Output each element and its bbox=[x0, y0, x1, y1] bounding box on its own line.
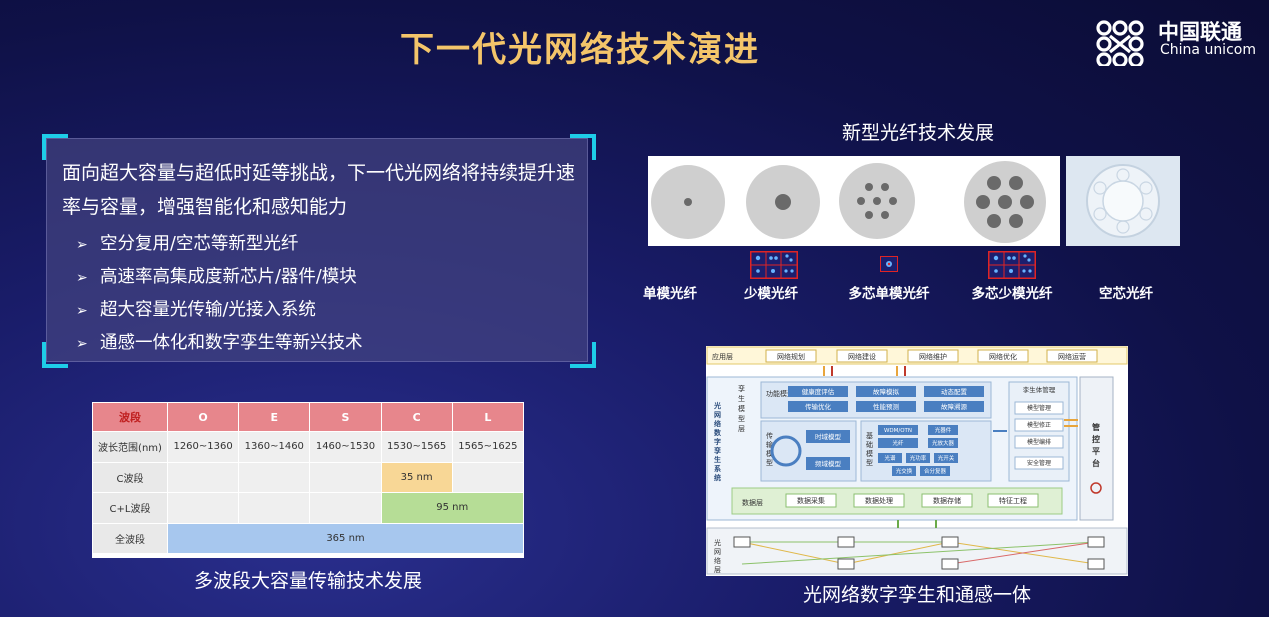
svg-text:故障模拟: 故障模拟 bbox=[873, 387, 900, 396]
few-mode-pattern-icon bbox=[750, 251, 798, 279]
fiber-label: 少模光纤 bbox=[744, 286, 798, 302]
svg-text:孪生体管理: 孪生体管理 bbox=[1023, 385, 1056, 394]
fiber-label: 多芯少模光纤 bbox=[971, 286, 1053, 302]
fiber-label: 空芯光纤 bbox=[1099, 286, 1153, 302]
logo-chinese-name: 中国联通 bbox=[1158, 20, 1242, 44]
table-row-label: C波段 bbox=[92, 461, 168, 493]
svg-text:频域模型: 频域模型 bbox=[815, 459, 842, 468]
fiber-section-title: 新型光纤技术发展 bbox=[841, 122, 994, 144]
corner-bracket bbox=[42, 342, 68, 368]
table-row-label: C+L波段 bbox=[92, 492, 168, 524]
digital-twin-caption: 光网络数字孪生和通感一体 bbox=[802, 584, 1031, 606]
table-row: C波段 35 nm bbox=[92, 461, 525, 493]
wavelength-caption: 多波段大容量传输技术发展 bbox=[193, 570, 422, 592]
svg-text:光网络数字孪生系统: 光网络数字孪生系统 bbox=[713, 401, 722, 482]
svg-text:模型管理: 模型管理 bbox=[1027, 404, 1051, 412]
table-row-label: 全波段 bbox=[92, 522, 168, 554]
bullet-item: ➢空分复用/空芯等新型光纤 bbox=[76, 228, 363, 261]
corner-bracket bbox=[570, 134, 596, 160]
svg-text:数据存储: 数据存储 bbox=[933, 496, 961, 505]
table-header: L bbox=[451, 402, 525, 432]
svg-text:应用层: 应用层 bbox=[712, 352, 733, 361]
svg-text:传输模型: 传输模型 bbox=[766, 431, 773, 467]
hollow-core-fiber-image bbox=[1066, 156, 1180, 246]
table-row: 波长范围(nm) 1260~1360 1360~1460 1460~1530 1… bbox=[92, 431, 525, 463]
bullet-item: ➢高速率高集成度新芯片/器件/模块 bbox=[76, 261, 363, 294]
svg-text:光纤: 光纤 bbox=[892, 439, 904, 447]
table-row-label: 波长范围(nm) bbox=[92, 431, 168, 463]
svg-text:合分复器: 合分复器 bbox=[924, 467, 947, 475]
svg-text:安全管理: 安全管理 bbox=[1027, 459, 1051, 467]
svg-text:光谱: 光谱 bbox=[884, 454, 896, 462]
svg-text:光网络层: 光网络层 bbox=[714, 538, 721, 574]
svg-text:网络建设: 网络建设 bbox=[848, 352, 876, 361]
svg-text:网络运营: 网络运营 bbox=[1058, 352, 1086, 361]
intro-text: 面向超大容量与超低时延等挑战，下一代光网络将持续提升速率与容量，增强智能化和感知… bbox=[62, 162, 576, 218]
multicore-few-mode-pattern-icon bbox=[988, 251, 1036, 279]
svg-text:性能预测: 性能预测 bbox=[873, 402, 900, 411]
svg-text:网络维护: 网络维护 bbox=[919, 352, 947, 361]
table-header: S bbox=[309, 402, 382, 432]
svg-text:网络规划: 网络规划 bbox=[777, 352, 805, 361]
svg-text:故障溯源: 故障溯源 bbox=[941, 402, 968, 411]
svg-text:网络优化: 网络优化 bbox=[989, 352, 1017, 361]
fiber-cross-sections bbox=[648, 156, 1060, 246]
svg-text:光器件: 光器件 bbox=[935, 426, 952, 434]
table-cell: 1460~1530 bbox=[309, 431, 382, 463]
svg-text:光放大器: 光放大器 bbox=[932, 439, 955, 447]
bullet-item: ➢超大容量光传输/光接入系统 bbox=[76, 294, 363, 327]
svg-text:动态配置: 动态配置 bbox=[941, 387, 968, 396]
svg-text:孪生模型层: 孪生模型层 bbox=[738, 384, 745, 433]
logo-english-name: China unicom bbox=[1160, 42, 1256, 58]
svg-text:基础模型: 基础模型 bbox=[866, 431, 873, 467]
table-cell: 35 nm bbox=[380, 461, 453, 493]
corner-bracket bbox=[570, 342, 596, 368]
svg-text:特征工程: 特征工程 bbox=[999, 496, 1027, 505]
svg-text:数据层: 数据层 bbox=[742, 498, 763, 507]
table-header-row: 波段 O E S C L bbox=[92, 402, 525, 432]
table-row: C+L波段 95 nm bbox=[92, 492, 525, 524]
arrow-icon: ➢ bbox=[76, 336, 88, 352]
table-header: C bbox=[380, 402, 453, 432]
svg-text:时域模型: 时域模型 bbox=[815, 432, 842, 441]
arrow-icon: ➢ bbox=[76, 270, 88, 286]
svg-text:健康度评估: 健康度评估 bbox=[802, 387, 835, 396]
digital-twin-diagram: 应用层 网络规划 网络建设 网络维护 网络优化 网络运营 光网络数字孪生系统 孪… bbox=[706, 346, 1128, 576]
table-cell: 95 nm bbox=[380, 492, 525, 524]
table-header: E bbox=[238, 402, 311, 432]
fiber-label: 单模光纤 bbox=[643, 286, 697, 302]
svg-text:模型编排: 模型编排 bbox=[1027, 438, 1051, 446]
bullet-item: ➢通感一体化和数字孪生等新兴技术 bbox=[76, 327, 363, 360]
svg-text:光功率: 光功率 bbox=[910, 454, 927, 462]
svg-text:功能模型: 功能模型 bbox=[766, 389, 794, 398]
single-mode-pattern-icon bbox=[880, 256, 898, 272]
table-cell: 365 nm bbox=[167, 522, 524, 554]
table-cell: 1565~1625 bbox=[451, 431, 525, 463]
intro-box bbox=[46, 138, 588, 362]
arrow-icon: ➢ bbox=[76, 303, 88, 319]
svg-text:数据采集: 数据采集 bbox=[797, 496, 825, 505]
wavelength-table: 波段 O E S C L 波长范围(nm) 1260~1360 1360~146… bbox=[92, 402, 525, 558]
svg-text:WDM/OTN: WDM/OTN bbox=[884, 428, 912, 434]
table-header: 波段 bbox=[92, 402, 168, 432]
arrow-icon: ➢ bbox=[76, 237, 88, 253]
table-header: O bbox=[166, 402, 240, 432]
table-cell: 1530~1565 bbox=[380, 431, 453, 463]
svg-text:数据处理: 数据处理 bbox=[865, 496, 893, 505]
page-title: 下一代光网络技术演进 bbox=[400, 30, 760, 70]
corner-bracket bbox=[42, 134, 68, 160]
table-row: 全波段 365 nm bbox=[92, 522, 524, 554]
svg-text:光交换: 光交换 bbox=[896, 467, 913, 475]
table-cell: 1260~1360 bbox=[166, 431, 240, 463]
table-cell: 1360~1460 bbox=[238, 431, 311, 463]
svg-text:管控平台: 管控平台 bbox=[1092, 422, 1100, 468]
svg-text:传输优化: 传输优化 bbox=[805, 402, 832, 411]
china-unicom-logo bbox=[1096, 20, 1144, 66]
svg-text:模型修正: 模型修正 bbox=[1027, 421, 1051, 429]
fiber-label: 多芯单模光纤 bbox=[848, 286, 930, 302]
svg-text:光开关: 光开关 bbox=[938, 454, 955, 462]
intro-bullets: ➢空分复用/空芯等新型光纤 ➢高速率高集成度新芯片/器件/模块 ➢超大容量光传输… bbox=[76, 228, 363, 360]
